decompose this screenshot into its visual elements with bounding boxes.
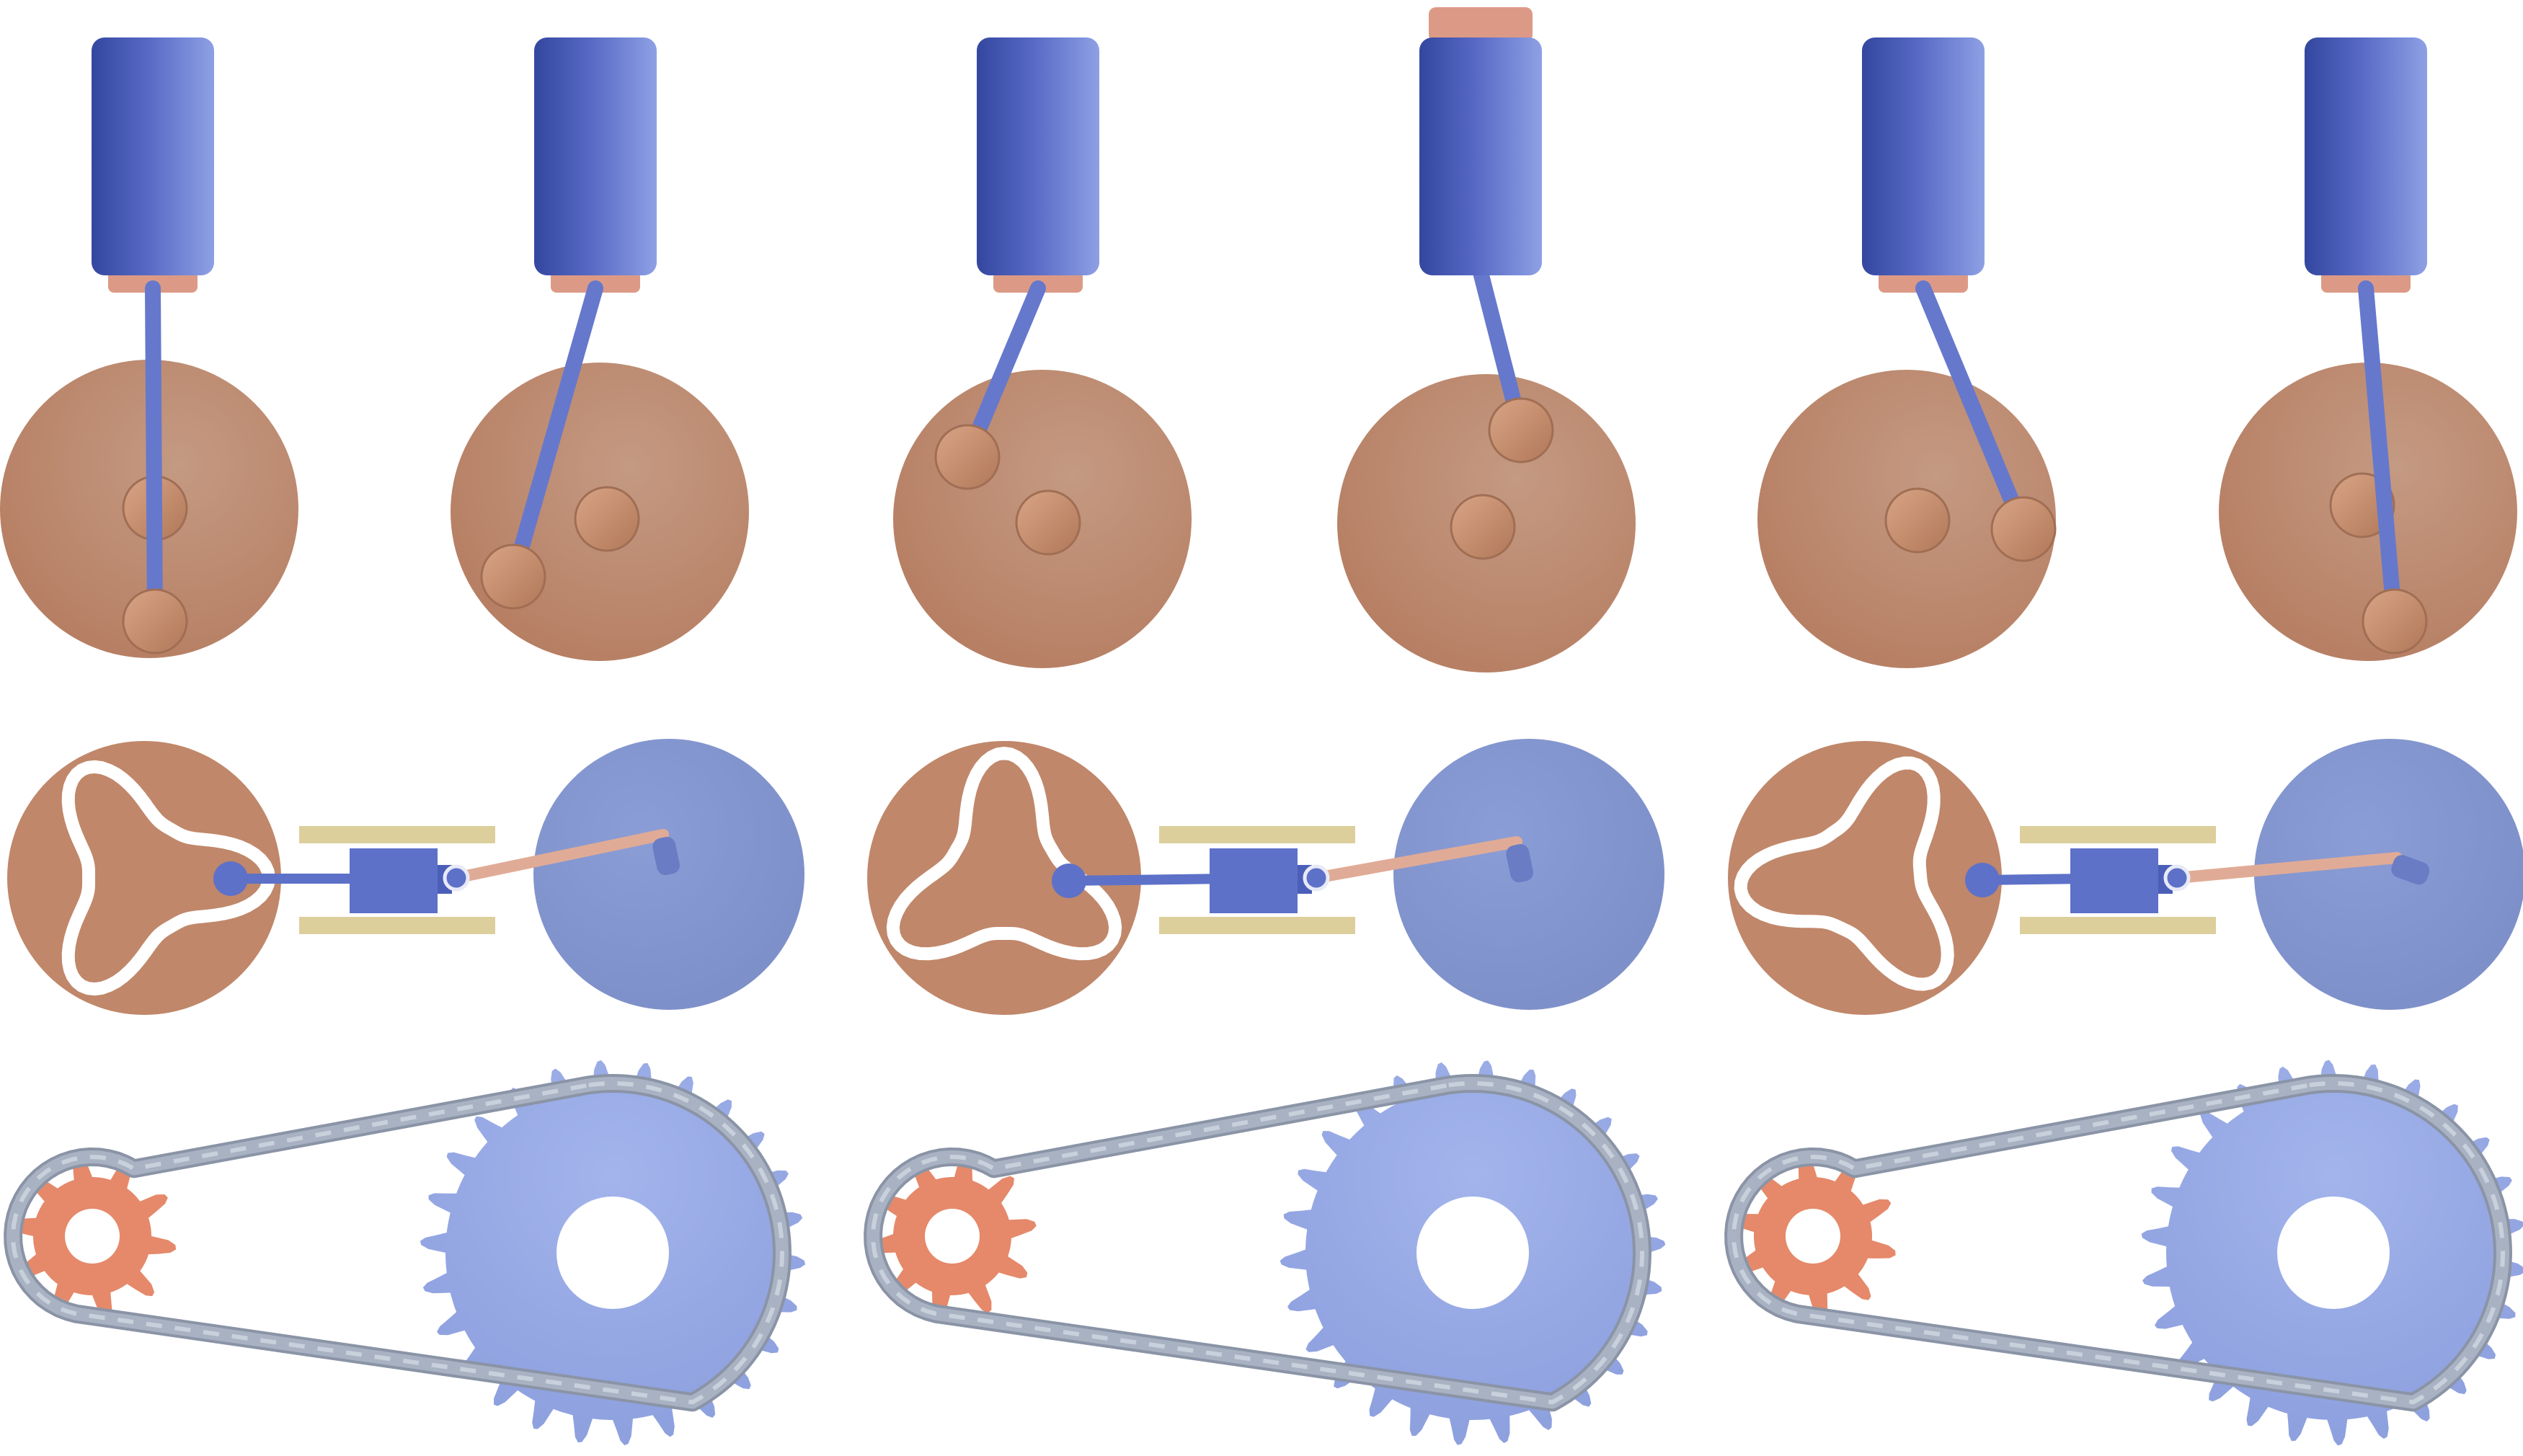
follower-pin bbox=[1965, 863, 2000, 897]
cam-slider-unit-1 bbox=[7, 739, 804, 1015]
piston-head bbox=[1429, 7, 1533, 42]
connecting-link bbox=[1311, 836, 1522, 884]
chain-drive-unit-2 bbox=[864, 1060, 1666, 1445]
connecting-rod bbox=[145, 280, 163, 629]
cylinder-body bbox=[1862, 37, 1985, 275]
guide-rail-top bbox=[1159, 826, 1355, 843]
big-sprocket-hole bbox=[557, 1197, 669, 1309]
crank-pin bbox=[1990, 496, 2057, 562]
crank-pin bbox=[934, 424, 1001, 490]
center-hub bbox=[1015, 489, 1081, 556]
small-sprocket-hole bbox=[925, 1209, 980, 1264]
big-sprocket-hole bbox=[1416, 1197, 1529, 1309]
wheel-crank-pin bbox=[2391, 855, 2430, 885]
chain-drive-unit-1 bbox=[4, 1060, 806, 1446]
connecting-rod bbox=[505, 280, 603, 585]
follower-rod bbox=[1068, 874, 1228, 886]
big-sprocket-hole bbox=[2277, 1197, 2390, 1309]
link-pin bbox=[1303, 864, 1330, 892]
piston-crank-unit-4 bbox=[1337, 7, 1636, 672]
cylinder-body bbox=[92, 37, 214, 275]
cylinder-body bbox=[977, 37, 1099, 275]
chain-links bbox=[871, 1080, 1645, 1405]
chain-links bbox=[11, 1080, 785, 1405]
piston-crank-unit-1 bbox=[0, 37, 298, 658]
wheel-crank-pin bbox=[1506, 844, 1533, 883]
cam-disk bbox=[7, 741, 281, 1015]
guide-rail-top bbox=[299, 826, 495, 843]
follower-pin bbox=[213, 861, 248, 896]
center-hub bbox=[1884, 487, 1951, 554]
connecting-link bbox=[451, 829, 669, 884]
small-sprocket-hole bbox=[65, 1209, 120, 1264]
connecting-rod bbox=[2358, 280, 2403, 629]
chain-drive-unit-3 bbox=[1724, 1060, 2523, 1446]
guide-rail-top bbox=[2020, 826, 2216, 843]
crank-pin bbox=[480, 543, 546, 610]
piston-crank-unit-5 bbox=[1757, 37, 2057, 668]
cam-disk bbox=[867, 741, 1141, 1015]
guide-rail-bottom bbox=[299, 917, 495, 934]
link-pin bbox=[2163, 864, 2191, 892]
connecting-rod bbox=[1915, 280, 2031, 537]
cam-groove bbox=[886, 747, 1122, 961]
center-hub bbox=[574, 486, 640, 552]
cam-slider-unit-2 bbox=[867, 739, 1664, 1015]
center-hub bbox=[1450, 494, 1516, 560]
slider-block bbox=[2070, 848, 2158, 913]
piston-crank-unit-3 bbox=[893, 37, 1192, 668]
chain-links bbox=[1731, 1080, 2506, 1405]
driven-wheel bbox=[2254, 739, 2523, 1010]
link-pin bbox=[443, 864, 470, 892]
cam-slider-unit-3 bbox=[1728, 739, 2523, 1015]
piston-crank-unit-2 bbox=[451, 37, 749, 661]
guide-rail-bottom bbox=[2020, 917, 2216, 934]
slider-block bbox=[1210, 848, 1298, 913]
crank-pin bbox=[2362, 588, 2428, 654]
piston-crank-unit-6 bbox=[2219, 37, 2517, 661]
connecting-link bbox=[2171, 852, 2403, 884]
follower-pin bbox=[1052, 864, 1086, 898]
cylinder-body bbox=[2305, 37, 2427, 275]
cam-groove bbox=[1734, 756, 1954, 991]
cylinder-body bbox=[534, 37, 657, 275]
mechanism-layer bbox=[0, 7, 2523, 1446]
small-sprocket-hole bbox=[1786, 1209, 1840, 1264]
guide-rail-bottom bbox=[1159, 917, 1355, 934]
crank-pin bbox=[122, 588, 188, 654]
slider-block bbox=[350, 848, 438, 913]
cam-groove bbox=[61, 760, 275, 996]
cylinder-body bbox=[1419, 37, 1542, 275]
wheel-crank-pin bbox=[652, 837, 680, 876]
crank-pin bbox=[1488, 397, 1554, 463]
